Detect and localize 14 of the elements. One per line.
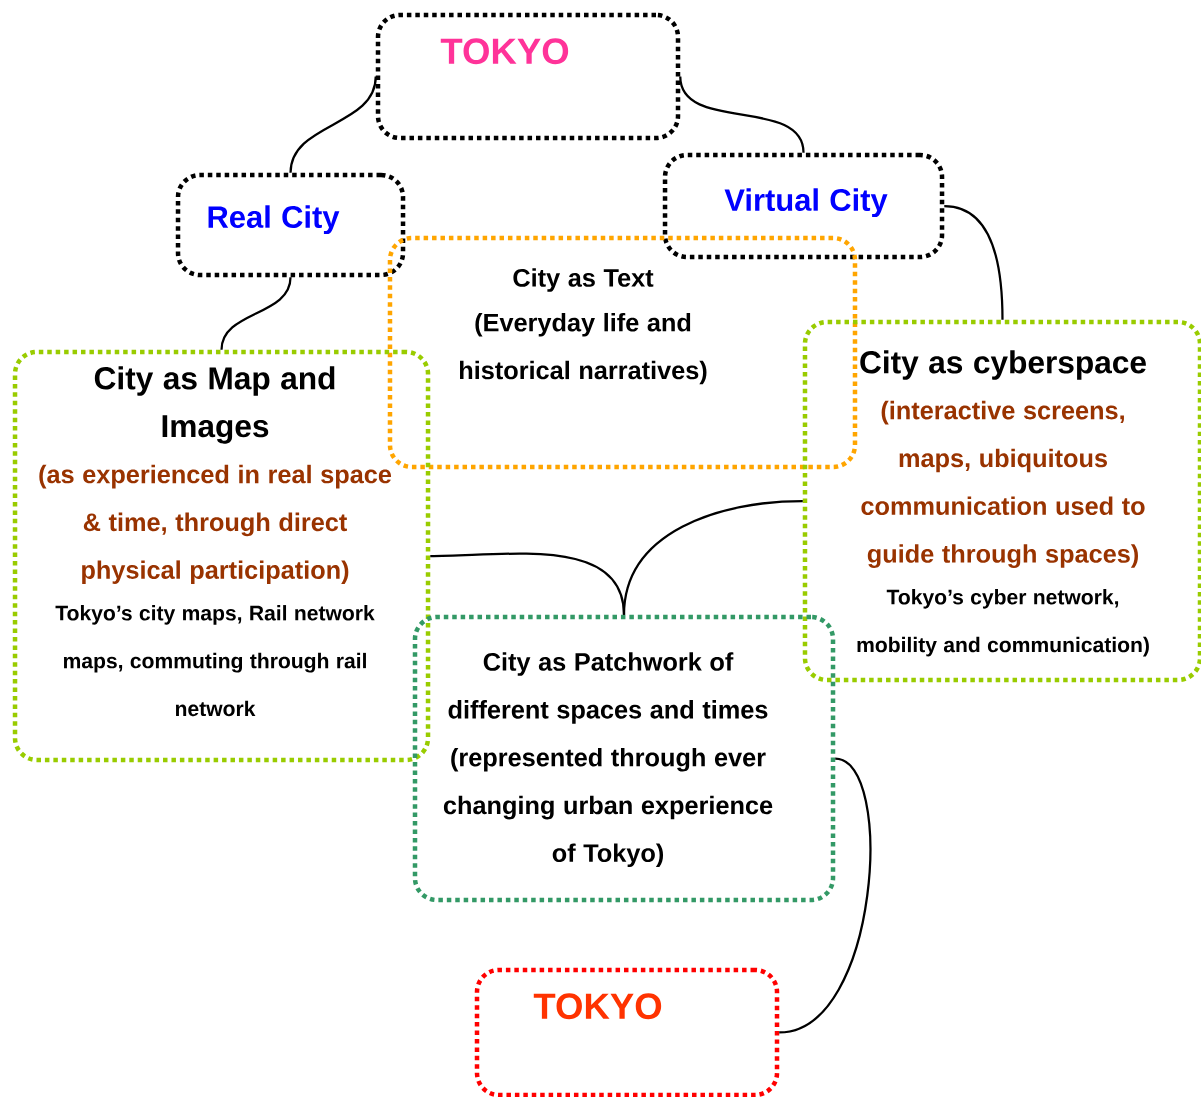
dotted-box: Real City [175, 172, 406, 278]
dotted-box: City as Text (Everyday life and historical narratives) [387, 235, 858, 470]
connector-line [220, 277, 292, 350]
dotted-box: City as Map and Images (as experienced in real space & time, through direct physical participation) Tokyo’s city maps, Rail network maps, commuting through rail network [12, 349, 431, 763]
connector-line [944, 204, 1004, 320]
dotted-box: Virtual City [662, 152, 945, 260]
connector-line [289, 76, 377, 173]
dotted-box: TOKYO [375, 12, 681, 141]
connector-line [679, 76, 805, 153]
dotted-box: City as Patchwork of different spaces and times (represented through ever changing urban experience of Tokyo) [412, 614, 836, 903]
connector-line [779, 757, 872, 1034]
dotted-box: TOKYO [474, 967, 780, 1097]
dotted-box: City as cyberspace (interactive screens, maps, ubiquitous communication used to guide through spaces) Tokyo’s cyber network, mobility and communication) [802, 319, 1201, 683]
connector-line [622, 499, 803, 615]
